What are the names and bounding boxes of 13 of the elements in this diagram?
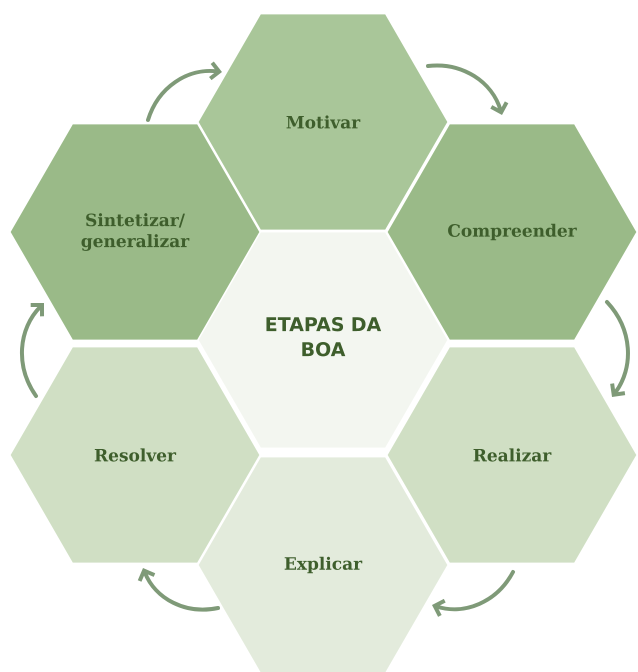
hexagon: Explicar	[197, 456, 449, 672]
hexagon: Sintetizar/ generalizar	[9, 123, 261, 341]
hexagon: Realizar	[386, 346, 638, 564]
hexagon: ETAPAS DA BOA	[197, 231, 449, 449]
curved-arrow	[432, 570, 515, 617]
curved-arrow	[605, 300, 630, 397]
hexagon: Resolver	[9, 346, 261, 564]
curved-arrow	[138, 568, 220, 612]
curved-arrow	[426, 64, 508, 115]
hexagon: Motivar	[197, 13, 449, 231]
curved-arrow	[146, 62, 222, 122]
hexagon: Compreender	[386, 123, 638, 341]
curved-arrow	[20, 303, 44, 398]
